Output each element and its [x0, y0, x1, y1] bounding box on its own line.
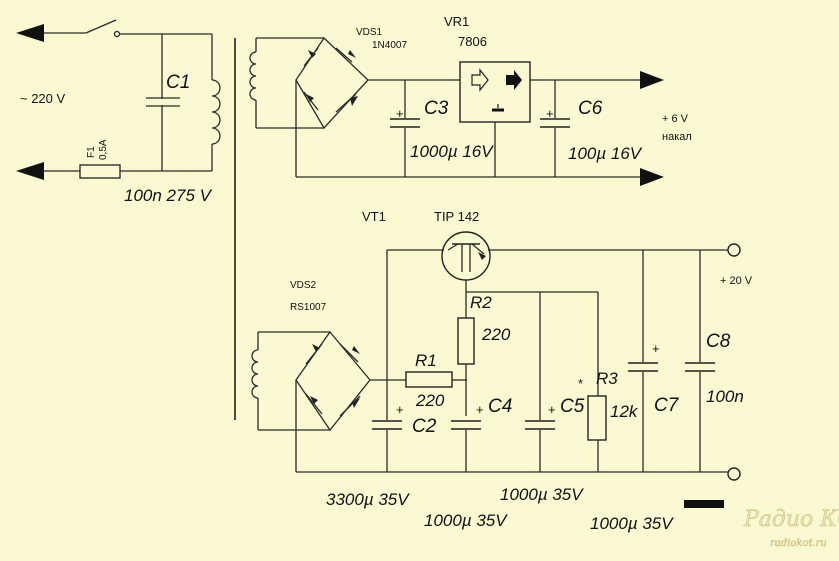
capacitor-c4	[451, 420, 481, 472]
fuse-rating: 0,5A	[98, 139, 109, 160]
primary-circuit	[16, 19, 236, 420]
mains-arrow-top	[16, 24, 44, 42]
r2-label: R2	[470, 293, 492, 312]
terminal-plus-20v	[727, 243, 741, 257]
bridge-rectifier-vds2	[295, 330, 371, 432]
r1-label: R1	[415, 351, 437, 370]
r2-value: 220	[481, 325, 511, 344]
r3-mark: *	[578, 376, 583, 391]
out-6v-name: накал	[662, 131, 692, 143]
vds1-part: 1N4007	[372, 40, 407, 51]
secondary-winding-2	[251, 349, 259, 399]
watermark-site-name: Радио КОТ	[743, 507, 839, 532]
vr1-part: 7806	[458, 34, 487, 49]
c1-label: C1	[166, 72, 190, 93]
capacitor-c3	[390, 80, 420, 177]
transformer-primary-winding	[211, 79, 221, 145]
c6-plus: +	[546, 106, 554, 121]
capacitor-c8	[685, 250, 715, 472]
mains-switch	[85, 19, 121, 38]
six-volt-circuit	[249, 36, 664, 186]
fuse-f1	[79, 164, 121, 179]
vt1-part: TIP 142	[434, 209, 479, 224]
c4-label: C4	[488, 396, 512, 417]
vt1-label: VT1	[362, 209, 386, 224]
c8-label: C8	[706, 331, 731, 352]
resistor-r1	[405, 371, 453, 388]
vds2-part: RS1007	[290, 302, 327, 313]
out-20v-voltage: + 20 V	[720, 275, 753, 287]
c4-value: 1000µ 35V	[424, 511, 508, 530]
resistor-r2	[457, 317, 475, 365]
mains-arrow-bottom	[16, 162, 44, 180]
twenty-volt-circuit	[251, 231, 741, 508]
r3-value: 12k	[610, 402, 639, 421]
mains-label: ~ 220 V	[20, 91, 66, 106]
vr1-label: VR1	[444, 14, 469, 29]
out-arrow-6v-plus	[640, 71, 664, 89]
r3-label: R3	[596, 369, 618, 388]
ground-bar	[684, 500, 724, 508]
vds2-label: VDS2	[290, 280, 317, 291]
c7-value: 1000µ 35V	[590, 514, 674, 533]
c2-plus: +	[396, 402, 404, 417]
c6-value: 100µ 16V	[568, 144, 643, 163]
fuse-label: F1	[86, 146, 97, 158]
out-arrow-6v-minus	[640, 168, 664, 186]
c3-label: C3	[424, 98, 449, 119]
capacitor-c5	[525, 292, 555, 472]
out-6v-voltage: + 6 V	[662, 113, 689, 125]
resistor-r3	[587, 395, 607, 441]
capacitor-c6	[540, 80, 570, 177]
c5-label: C5	[560, 396, 585, 417]
c2-label: C2	[412, 416, 437, 437]
regulator-vr1	[459, 61, 531, 123]
watermark-url: radiokot.ru	[770, 538, 827, 549]
secondary-winding-1	[249, 51, 257, 101]
c7-plus: +	[652, 341, 660, 356]
c1-value: 100n 275 V	[124, 186, 213, 205]
bridge-rectifier-vds1	[295, 36, 369, 130]
c6-label: C6	[578, 98, 603, 119]
r1-value: 220	[415, 391, 445, 410]
c3-value: 1000µ 16V	[410, 142, 494, 161]
capacitor-c7	[628, 250, 658, 472]
labels: ~ 220 V F1 0,5A C1 100n 275 V VDS1 1N400…	[20, 14, 753, 533]
c7-label: C7	[654, 395, 680, 416]
capacitor-c1	[146, 97, 180, 107]
vds1-label: VDS1	[356, 27, 383, 38]
capacitor-c2	[372, 380, 402, 472]
c5-plus: +	[548, 402, 556, 417]
radiokot-watermark: Радио КОТ radiokot.ru	[743, 507, 839, 550]
c8-value: 100n	[706, 387, 744, 406]
c3-plus: +	[396, 106, 404, 121]
c5-value: 1000µ 35V	[500, 485, 584, 504]
terminal-ground	[727, 467, 741, 481]
c2-value: 3300µ 35V	[326, 490, 410, 509]
transistor-vt1	[441, 231, 491, 281]
c4-plus: +	[476, 402, 484, 417]
